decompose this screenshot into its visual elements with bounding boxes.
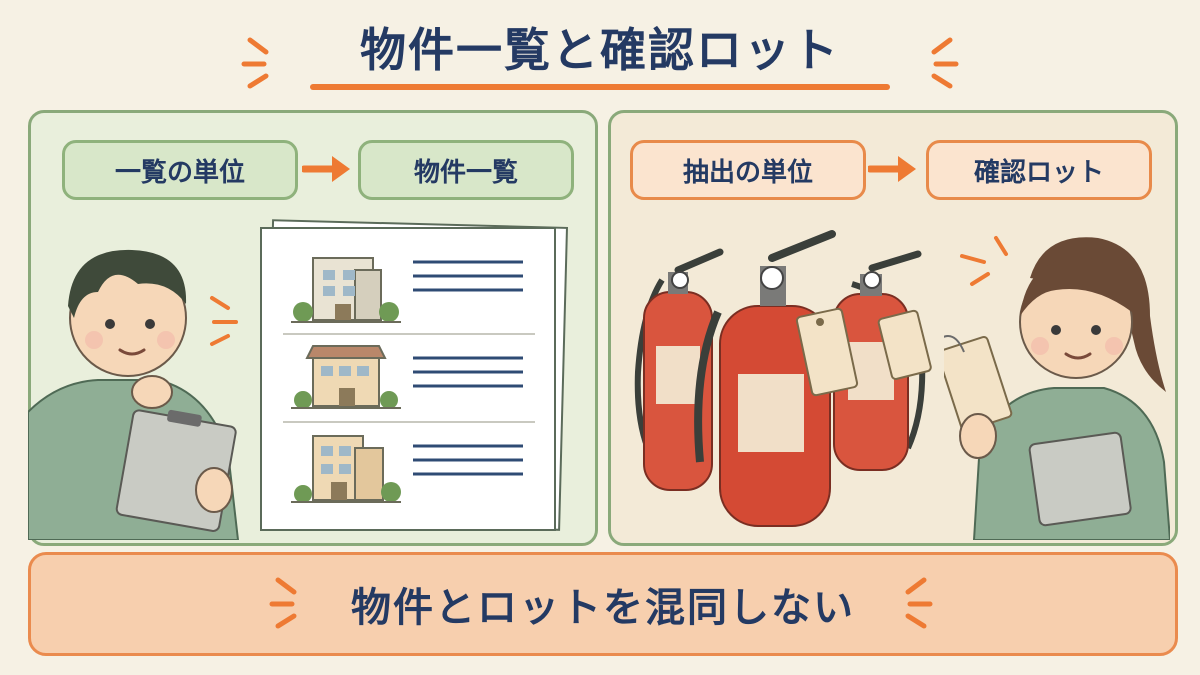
- property-list-document-icon: [260, 219, 569, 531]
- footer-accent-left-icon: [269, 577, 297, 629]
- fire-extinguisher-lot-icon: [634, 230, 932, 527]
- title-accent-right-icon: [931, 37, 959, 89]
- property-list-pill: 物件一覧: [358, 140, 574, 200]
- attention-accent-icon: [960, 236, 1008, 286]
- property-list-label: 物件一覧: [413, 157, 518, 188]
- extraction-unit-pill: 抽出の単位: [630, 140, 866, 200]
- inspection-lot-label: 確認ロット: [973, 157, 1104, 188]
- list-unit-label: 一覧の単位: [114, 157, 245, 188]
- thinking-accent-icon: [210, 296, 238, 346]
- male-worker-illustration-icon: [28, 249, 240, 540]
- extraction-unit-label: 抽出の単位: [682, 157, 813, 188]
- footer-message: 物件とロットを混同しない: [351, 585, 855, 631]
- inspection-lot-pill: 確認ロット: [926, 140, 1152, 200]
- female-worker-illustration-icon: [944, 237, 1170, 540]
- title-underline: [310, 84, 890, 90]
- arrow-right-icon: [302, 156, 350, 182]
- footer-accent-right-icon: [905, 577, 933, 629]
- arrow-right-icon-2: [868, 156, 916, 182]
- footer-message-bar: 物件とロットを混同しない: [28, 552, 1178, 656]
- list-unit-pill: 一覧の単位: [62, 140, 298, 200]
- page-title: 物件一覧と確認ロット: [360, 23, 840, 77]
- title-accent-left-icon: [241, 37, 269, 89]
